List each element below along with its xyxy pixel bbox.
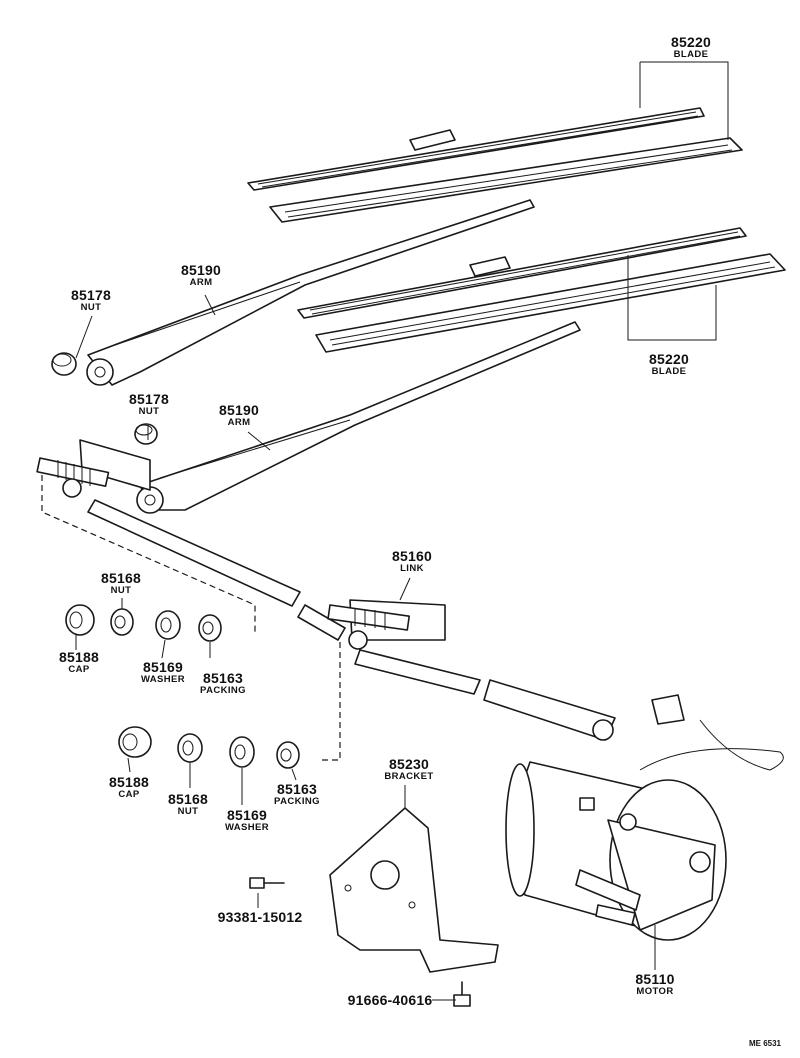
part-number: 85178 xyxy=(71,287,111,303)
label-cap-a: 85188 CAP xyxy=(50,650,108,675)
nut-a-drawing xyxy=(110,608,134,636)
part-number: 85230 xyxy=(389,756,429,772)
label-packing-b: 85163 PACKING xyxy=(262,782,332,807)
part-name: PACKING xyxy=(274,796,320,807)
label-link: 85160 LINK xyxy=(383,549,441,574)
label-nut-cap-upper: 85178 NUT xyxy=(62,288,120,313)
part-number: 85188 xyxy=(109,774,149,790)
part-number: 85190 xyxy=(181,262,221,278)
part-number: 85160 xyxy=(392,548,432,564)
label-washer-a: 85169 WASHER xyxy=(128,660,198,685)
washer-b-drawing xyxy=(229,736,255,768)
part-name: CAP xyxy=(68,664,90,675)
part-number: 85168 xyxy=(101,570,141,586)
part-name: NUT xyxy=(80,302,102,313)
cap-a-drawing xyxy=(65,604,95,636)
part-name: ARM xyxy=(227,417,251,428)
part-number: 85190 xyxy=(219,402,259,418)
part-number: 85168 xyxy=(168,791,208,807)
label-screw: 91666-40616 xyxy=(347,992,433,1008)
link-drawing xyxy=(36,439,616,741)
label-cap-b: 85188 CAP xyxy=(100,775,158,800)
part-number: 85220 xyxy=(671,34,711,50)
nut-cap-lower-drawing xyxy=(134,423,158,445)
part-number: 85163 xyxy=(203,670,243,686)
part-name: BLADE xyxy=(673,49,709,60)
cap-b-drawing xyxy=(118,726,152,758)
bracket-drawing xyxy=(329,807,499,973)
packing-b-drawing xyxy=(276,741,300,769)
part-name: PACKING xyxy=(200,685,246,696)
part-number: 85169 xyxy=(227,807,267,823)
part-name: CAP xyxy=(118,789,140,800)
label-blade-upper: 85220 BLADE xyxy=(660,35,722,60)
label-arm-upper: 85190 ARM xyxy=(170,263,232,288)
motor-drawing xyxy=(505,694,784,941)
label-bolt: 93381-15012 xyxy=(217,909,303,925)
label-motor: 85110 MOTOR xyxy=(624,972,686,997)
arm-lower-drawing xyxy=(136,321,581,514)
part-name: WASHER xyxy=(140,674,186,685)
label-arm-lower: 85190 ARM xyxy=(208,403,270,428)
part-name: LINK xyxy=(400,563,424,574)
diagram-code: ME 6531 xyxy=(748,1039,782,1048)
part-number: 85163 xyxy=(277,781,317,797)
label-packing-a: 85163 PACKING xyxy=(188,671,258,696)
part-name: ARM xyxy=(189,277,213,288)
arm-upper-drawing xyxy=(86,199,535,386)
part-name: NUT xyxy=(110,585,132,596)
part-name: NUT xyxy=(177,806,199,817)
packing-a-drawing xyxy=(198,614,222,642)
nut-cap-upper-drawing xyxy=(51,352,77,376)
part-name: MOTOR xyxy=(636,986,674,997)
part-number: 85110 xyxy=(635,971,675,987)
label-bracket: 85230 BRACKET xyxy=(374,757,444,782)
part-number: 85188 xyxy=(59,649,99,665)
blade-upper-drawing xyxy=(247,107,743,223)
part-name: WASHER xyxy=(224,822,270,833)
part-name: BLADE xyxy=(651,366,687,377)
washer-a-drawing xyxy=(155,610,181,640)
blade-lower-drawing xyxy=(297,227,786,353)
label-nut-b: 85168 NUT xyxy=(159,792,217,817)
screw-drawing xyxy=(453,981,471,1007)
label-nut-a: 85168 NUT xyxy=(92,571,150,596)
part-name: NUT xyxy=(138,406,160,417)
part-number: 85169 xyxy=(143,659,183,675)
part-number: 85178 xyxy=(129,391,169,407)
bolt-drawing xyxy=(249,877,285,889)
nut-b-drawing xyxy=(177,733,203,763)
part-number: 85220 xyxy=(649,351,689,367)
label-nut-cap-lower: 85178 NUT xyxy=(120,392,178,417)
label-blade-lower: 85220 BLADE xyxy=(638,352,700,377)
label-washer-b: 85169 WASHER xyxy=(212,808,282,833)
part-name: BRACKET xyxy=(384,771,434,782)
